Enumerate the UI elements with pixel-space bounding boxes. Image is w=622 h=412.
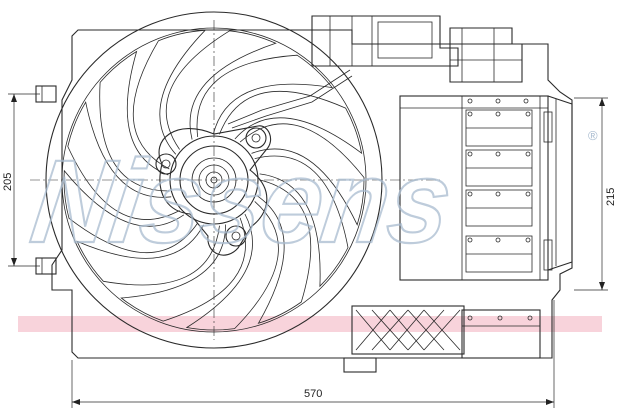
fan-blade (63, 169, 199, 254)
watermark-stripe (18, 316, 602, 332)
fan-blades (63, 29, 365, 331)
fan-blade (67, 101, 180, 220)
fan-blade (99, 50, 170, 192)
dimension-570 (71, 300, 555, 408)
electrical-connector (311, 15, 523, 83)
fan-blade (256, 179, 312, 324)
motor-mount (155, 69, 353, 256)
fan-blade (165, 30, 277, 150)
fan-blade (196, 54, 334, 138)
dimension-570-label: 570 (304, 388, 322, 400)
watermark-registered-mark: ® (588, 128, 598, 143)
fan-blade (185, 201, 279, 331)
dimension-215 (574, 97, 608, 291)
resistor-housing (399, 95, 573, 281)
fan-blade (254, 155, 349, 288)
fan-blade (132, 29, 207, 170)
lower-bracket (343, 305, 541, 373)
fan-blade (239, 123, 365, 226)
fan-blade (219, 90, 363, 155)
fan-blade (120, 217, 246, 322)
dimension-215-label: 215 (605, 188, 617, 206)
dimension-205-label: 205 (2, 173, 14, 191)
watermark-logo: Nissens (24, 136, 459, 267)
dimension-205 (8, 93, 40, 267)
fan-blade (76, 224, 220, 286)
